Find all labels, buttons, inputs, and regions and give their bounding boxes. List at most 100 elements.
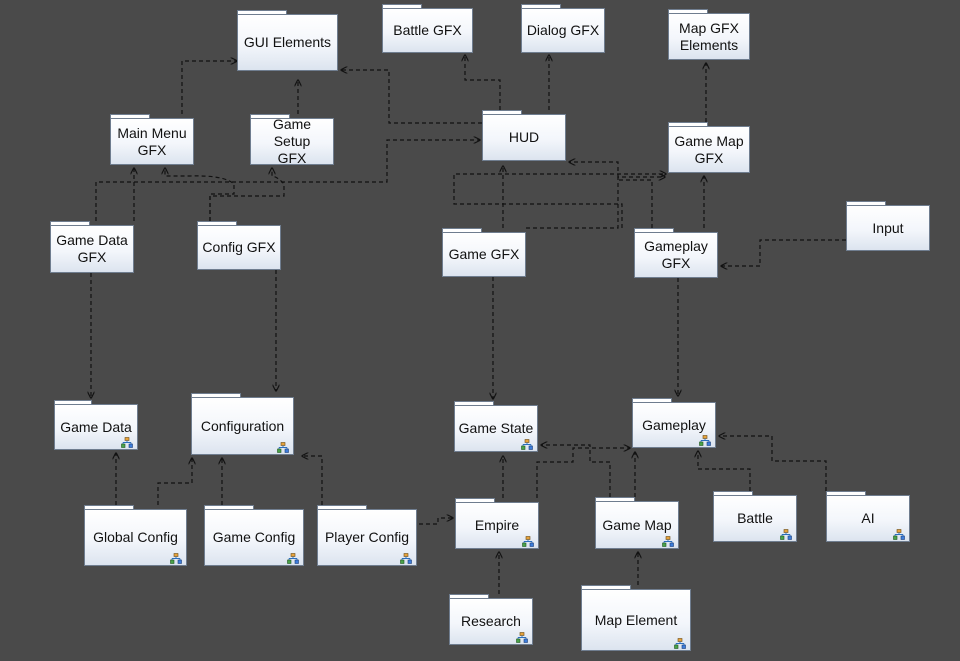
package-tab — [454, 401, 494, 406]
package-tab — [204, 505, 254, 510]
package-gameplay-gfx[interactable]: Gameplay GFX — [634, 228, 718, 278]
package-tab — [54, 400, 92, 405]
package-body: Game Data — [54, 404, 138, 450]
dependency-global-config->configuration — [157, 458, 192, 505]
package-body: Battle GFX — [382, 8, 473, 53]
package-label: Map GFX Elements — [679, 19, 739, 53]
package-label: Game Config — [212, 529, 296, 545]
package-game-data-gfx[interactable]: Game Data GFX — [50, 221, 134, 273]
package-body: Game Config — [204, 509, 304, 566]
package-body: Global Config — [84, 509, 187, 566]
package-map-element[interactable]: Map Element — [581, 585, 691, 651]
package-label: Game Map — [602, 516, 672, 533]
package-game-setup-gfx[interactable]: Game Setup GFX — [250, 114, 334, 166]
package-tab — [634, 228, 674, 233]
package-tab — [442, 228, 482, 233]
package-body: GUI Elements — [237, 14, 338, 71]
package-hierarchy-icon — [170, 551, 182, 564]
dependency-gameplay-gfx->hud — [569, 162, 653, 228]
package-dialog-gfx[interactable]: Dialog GFX — [521, 4, 605, 53]
package-tab — [382, 4, 422, 9]
package-tab — [846, 201, 886, 206]
package-tab — [50, 221, 90, 226]
package-battle[interactable]: Battle — [713, 491, 797, 542]
package-config-gfx[interactable]: Config GFX — [197, 221, 281, 270]
package-game-data[interactable]: Game Data — [54, 400, 138, 450]
dependency-empire->gameplay — [536, 448, 630, 498]
package-tab — [237, 10, 287, 15]
package-tab — [250, 114, 290, 119]
package-input[interactable]: Input — [846, 201, 930, 251]
dependency-game-map->game-state — [541, 445, 611, 497]
package-label: Battle — [737, 510, 773, 526]
package-gameplay[interactable]: Gameplay — [632, 398, 716, 448]
package-game-state[interactable]: Game State — [454, 401, 538, 452]
package-global-config[interactable]: Global Config — [84, 505, 187, 566]
package-game-gfx[interactable]: Game GFX — [442, 228, 526, 277]
dependency-gameplay-gfx->game-map-gfx — [453, 174, 666, 228]
package-label: Battle GFX — [393, 22, 462, 38]
dependency-main-menu-gfx->gui-elements — [181, 61, 237, 114]
dependency-player-config->empire — [419, 518, 453, 525]
package-hierarchy-icon — [400, 551, 412, 564]
package-label: Gameplay GFX — [644, 238, 708, 271]
package-hierarchy-icon — [521, 437, 533, 450]
dependency-ai->gameplay — [719, 436, 827, 491]
package-tab — [668, 9, 708, 14]
package-label: Game GFX — [448, 246, 520, 262]
package-research[interactable]: Research — [449, 594, 533, 645]
package-label: Map Element — [594, 611, 678, 628]
package-hierarchy-icon — [287, 551, 299, 564]
package-ai[interactable]: AI — [826, 491, 910, 542]
package-game-map-gfx[interactable]: Game Map GFX — [668, 122, 750, 173]
package-label: AI — [861, 510, 875, 526]
package-hierarchy-icon — [780, 527, 792, 540]
dependency-input->gameplay-gfx — [721, 239, 846, 266]
package-tab — [581, 585, 631, 590]
package-label: Player Config — [324, 529, 410, 545]
package-hud[interactable]: HUD — [482, 110, 566, 161]
package-tab — [317, 505, 367, 510]
package-label: Game Data GFX — [56, 232, 128, 265]
package-body: Configuration — [191, 397, 294, 455]
package-label: Configuration — [200, 417, 285, 434]
dependency-config-gfx->main-menu-gfx — [165, 168, 235, 221]
package-empire[interactable]: Empire — [455, 498, 539, 549]
dependency-player-config->configuration — [302, 456, 323, 505]
package-body: Game Data GFX — [50, 225, 134, 273]
package-body: Research — [449, 598, 533, 645]
package-body: Battle — [713, 495, 797, 542]
package-body: AI — [826, 495, 910, 542]
package-tab — [668, 122, 708, 127]
package-label: Global Config — [93, 529, 178, 545]
package-gui-elements[interactable]: GUI Elements — [237, 10, 338, 71]
package-label: Research — [461, 613, 521, 629]
dependency-hud->gui-elements — [341, 70, 482, 124]
package-label: Game Setup GFX — [272, 116, 312, 166]
package-body: Player Config — [317, 509, 417, 566]
package-body: Dialog GFX — [521, 8, 605, 53]
package-configuration[interactable]: Configuration — [191, 393, 294, 455]
package-hierarchy-icon — [277, 440, 289, 453]
package-label: GUI Elements — [243, 34, 332, 50]
package-tab — [826, 491, 866, 496]
package-tab — [521, 4, 561, 9]
package-game-config[interactable]: Game Config — [204, 505, 304, 566]
package-label: Config GFX — [202, 239, 276, 255]
package-label: Main Menu GFX — [117, 124, 187, 158]
package-label: Dialog GFX — [526, 22, 600, 38]
package-label: Empire — [474, 517, 520, 533]
package-hierarchy-icon — [699, 433, 711, 446]
package-label: Input — [872, 219, 904, 236]
package-tab — [632, 398, 672, 403]
package-tab — [482, 110, 522, 115]
package-body: Game Map — [595, 501, 679, 549]
package-game-map[interactable]: Game Map — [595, 497, 679, 549]
package-map-gfx-elements[interactable]: Map GFX Elements — [668, 9, 750, 60]
package-main-menu-gfx[interactable]: Main Menu GFX — [110, 114, 194, 165]
package-player-config[interactable]: Player Config — [317, 505, 417, 566]
package-body: Gameplay GFX — [634, 232, 718, 278]
package-tab — [197, 221, 237, 226]
package-battle-gfx[interactable]: Battle GFX — [382, 4, 473, 53]
